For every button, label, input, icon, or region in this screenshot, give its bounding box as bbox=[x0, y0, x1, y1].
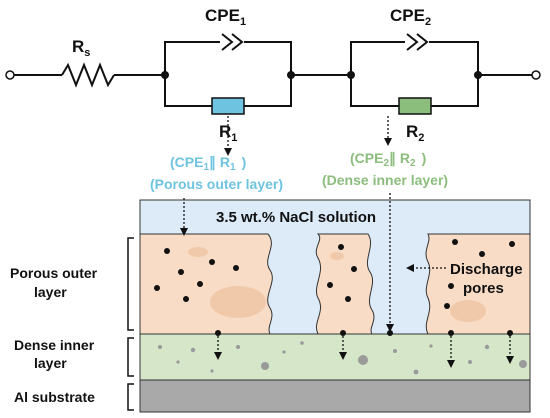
equivalent-circuit bbox=[5, 33, 541, 115]
pore-dot bbox=[448, 283, 454, 289]
cpe2-label: CPE2 bbox=[390, 6, 431, 28]
pore-dot bbox=[387, 330, 393, 336]
pore-dot bbox=[340, 330, 346, 336]
r1-branch-left bbox=[164, 75, 212, 107]
speck bbox=[393, 349, 397, 353]
bracket-dense bbox=[127, 337, 134, 377]
speck bbox=[468, 360, 472, 364]
r1-branch-right bbox=[244, 75, 292, 107]
porous-inclusion bbox=[450, 300, 486, 322]
speck bbox=[413, 369, 419, 375]
speck bbox=[429, 344, 433, 348]
cpe2-symbol-a bbox=[406, 33, 419, 51]
speck bbox=[519, 360, 527, 368]
group1-caption: (Porous outer layer) bbox=[150, 176, 283, 192]
dense-inner-label-line1: Dense inner bbox=[14, 337, 95, 353]
pore-dots bbox=[154, 239, 515, 309]
cpe2-symbol-b bbox=[416, 33, 429, 51]
porous-inclusion bbox=[188, 247, 208, 257]
porous-block-2 bbox=[315, 233, 375, 335]
porous-inclusion bbox=[210, 286, 266, 318]
cross-section bbox=[139, 199, 531, 413]
porous-block-1 bbox=[139, 233, 273, 335]
pore-dot bbox=[345, 296, 351, 302]
cpe2-branch-right bbox=[429, 41, 479, 75]
substrate-label: Al substrate bbox=[14, 389, 95, 405]
left-brackets bbox=[127, 237, 134, 411]
rs-resistor bbox=[61, 62, 115, 88]
pore-dot bbox=[509, 241, 515, 247]
cpe2-branch bbox=[350, 41, 405, 75]
speck bbox=[300, 341, 304, 345]
pore-dot bbox=[164, 248, 170, 254]
group2-caption: (Dense inner layer) bbox=[322, 172, 448, 188]
rs-label: Rs bbox=[72, 37, 90, 59]
pore-dot bbox=[338, 244, 344, 250]
speck bbox=[484, 344, 490, 350]
dense-inner-layer bbox=[139, 333, 531, 381]
dense-layer-specks bbox=[158, 341, 527, 375]
cpe1-branch-right bbox=[244, 41, 292, 75]
group1-formula: (CPE1∥ R1) bbox=[170, 154, 246, 173]
discharge-label-line1: Discharge bbox=[450, 261, 523, 278]
pore-dot bbox=[351, 266, 357, 272]
cpe1-symbol-a bbox=[221, 33, 234, 51]
bracket-porous bbox=[127, 237, 134, 331]
pore-dot bbox=[444, 303, 450, 309]
speck bbox=[190, 347, 196, 353]
speck bbox=[282, 350, 286, 354]
solution-label: 3.5 wt.% NaCl solution bbox=[216, 209, 376, 226]
cpe1-symbol-b bbox=[231, 33, 244, 51]
r2-label: R2 bbox=[406, 122, 424, 144]
left-terminal bbox=[5, 70, 15, 80]
pore-dot bbox=[452, 239, 458, 245]
porous-inclusion bbox=[330, 252, 344, 260]
al-substrate-layer bbox=[139, 379, 531, 413]
pore-dot bbox=[507, 330, 513, 336]
porous-outer-label-line1: Porous outer bbox=[10, 265, 98, 281]
cpe1-label: CPE1 bbox=[205, 6, 246, 28]
speck bbox=[176, 360, 180, 364]
pore-dot bbox=[233, 265, 239, 271]
dense-inner-label-line2: layer bbox=[34, 355, 67, 371]
group2-formula: (CPE2∥ R2) bbox=[350, 150, 426, 169]
cpe1-branch bbox=[164, 41, 220, 75]
pore-dot bbox=[209, 259, 215, 265]
bracket-substrate bbox=[127, 383, 134, 411]
pore-dot bbox=[154, 285, 160, 291]
leader-arrows bbox=[180, 116, 514, 368]
speck bbox=[358, 355, 368, 365]
pore-dot bbox=[183, 296, 189, 302]
r2-branch-right bbox=[431, 75, 479, 107]
pore-dot bbox=[197, 281, 203, 287]
r1-resistor bbox=[211, 97, 245, 115]
speck bbox=[236, 345, 240, 349]
speck bbox=[261, 362, 269, 370]
speck bbox=[210, 369, 214, 373]
pore-dot bbox=[327, 282, 333, 288]
right-terminal bbox=[531, 70, 541, 80]
pore-dot bbox=[479, 251, 485, 257]
r2-branch-left bbox=[350, 75, 399, 107]
discharge-label-line2: pores bbox=[463, 280, 504, 297]
pore-dot bbox=[215, 330, 221, 336]
porous-outer-label-line2: layer bbox=[34, 284, 67, 300]
pore-dot bbox=[448, 330, 454, 336]
pore-dot bbox=[178, 269, 184, 275]
r2-resistor bbox=[398, 97, 432, 115]
speck bbox=[158, 345, 162, 349]
